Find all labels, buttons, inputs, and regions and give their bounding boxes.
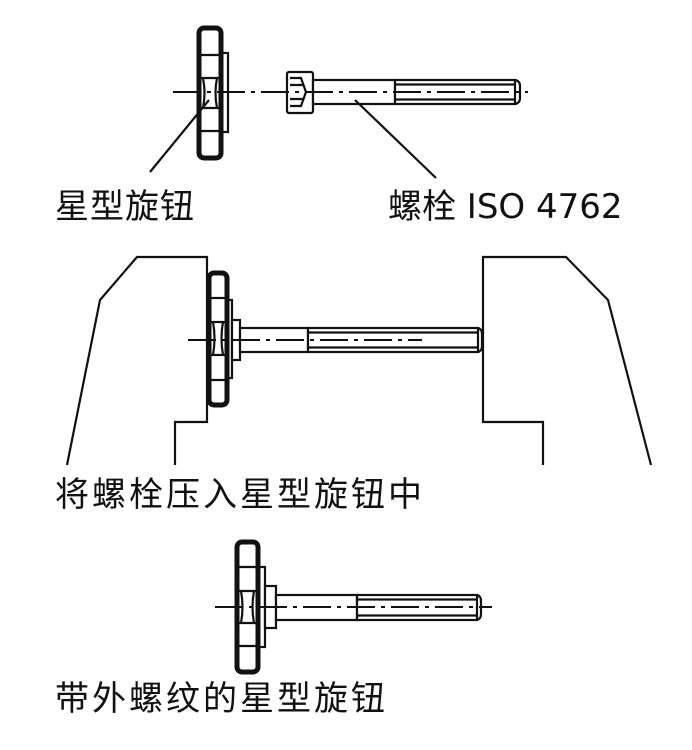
step2-press-view	[65, 255, 653, 466]
label-star-knob: 星型旋钮	[55, 187, 195, 227]
label-bolt-iso-4762: 螺栓 ISO 4762	[388, 187, 623, 227]
step3-result-view	[215, 539, 492, 675]
bolt-chamfer	[477, 326, 484, 354]
knob-hex-curve	[211, 321, 225, 356]
bolt-chamfer	[514, 78, 522, 106]
label-result: 带外螺纹的星型旋钮	[55, 679, 388, 719]
knob-leader-line	[149, 99, 210, 173]
bolt-leader-line	[354, 99, 437, 179]
step1-exploded-view	[149, 25, 528, 179]
press-jaw-right	[481, 255, 653, 466]
label-press-step: 将螺栓压入星型旋钮中	[55, 475, 425, 515]
press-jaw-left	[65, 255, 209, 466]
